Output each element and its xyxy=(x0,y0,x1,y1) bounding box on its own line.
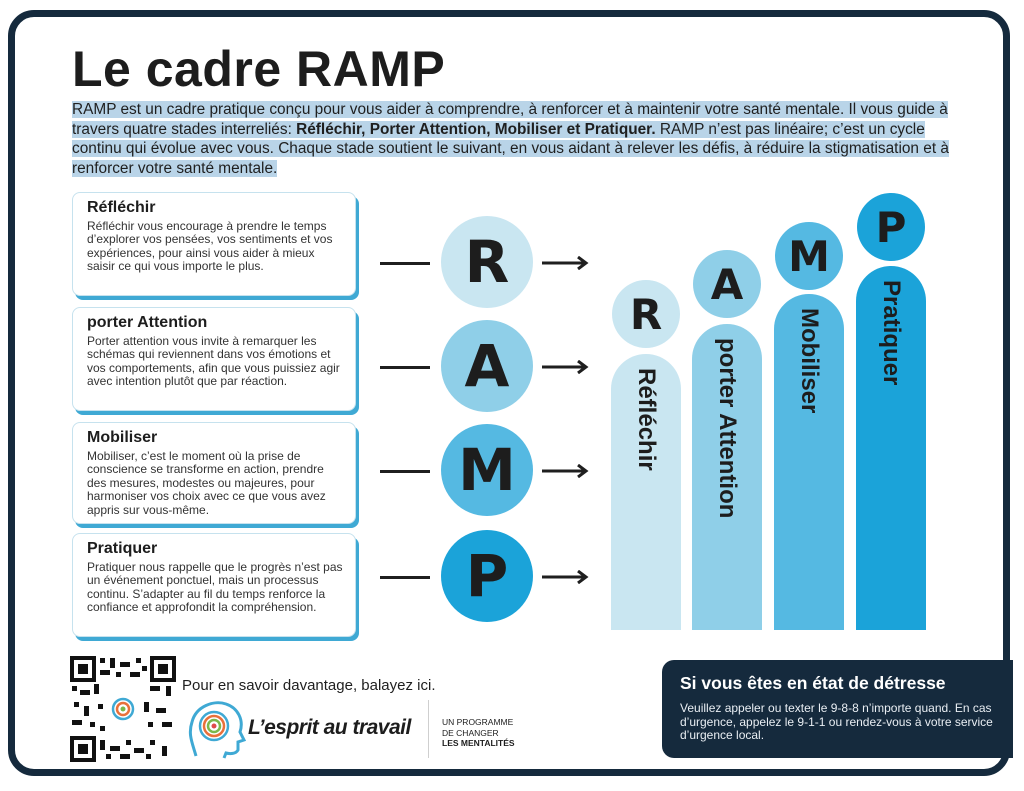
pillar-circle-p: P xyxy=(857,193,925,261)
pillar-letter: M xyxy=(788,231,830,281)
stage-letter: M xyxy=(458,436,516,504)
pillar-label: Réfléchir xyxy=(633,368,660,471)
pillar-letter: P xyxy=(875,202,907,252)
stage-card-pratiquer: Pratiquer Pratiquer nous rappelle que le… xyxy=(72,533,356,637)
pillar-circle-r: R xyxy=(612,280,680,348)
pillar-reflechir: Réfléchir xyxy=(611,354,681,630)
pillar-label: porter Attention xyxy=(714,338,741,519)
arrow-right-icon xyxy=(542,360,589,374)
intro-paragraph: RAMP est un cadre pratique conçu pour vo… xyxy=(72,100,952,178)
stage-letter: A xyxy=(464,332,510,400)
arrow-right-icon xyxy=(542,464,589,478)
arrow-right-icon xyxy=(542,256,589,270)
distress-panel: Si vous êtes en état de détresse Veuille… xyxy=(662,660,1013,758)
pillar-label: Mobiliser xyxy=(796,308,823,414)
brand-name: L’esprit au travail xyxy=(248,716,411,739)
stage-description: Pratiquer nous rappelle que le progrès n… xyxy=(87,560,343,615)
stage-letter: P xyxy=(465,542,509,610)
stage-circle-p: P xyxy=(441,530,533,622)
page-title: Le cadre RAMP xyxy=(72,41,446,97)
arrow-right-icon xyxy=(542,570,589,584)
program-credit: UN PROGRAMME DE CHANGER LES MENTALITÉS xyxy=(442,717,515,749)
stage-title: porter Attention xyxy=(87,314,208,331)
intro-text-2: RAMP n’est pas linéaire; c’est un cycle … xyxy=(72,120,949,177)
stage-description: Porter attention vous invite à remarquer… xyxy=(87,334,340,389)
qr-code-icon[interactable] xyxy=(70,656,176,762)
head-circles-logo-icon xyxy=(188,701,246,759)
pillar-label: Pratiquer xyxy=(878,280,905,386)
intro-stages-bold: Réfléchir, Porter Attention, Mobiliser e… xyxy=(296,120,656,138)
stage-card-porter-attention: porter Attention Porter attention vous i… xyxy=(72,307,356,411)
connector-line xyxy=(380,576,430,579)
pillar-mobiliser: Mobiliser xyxy=(774,294,844,630)
stage-title: Mobiliser xyxy=(87,429,158,446)
distress-title: Si vous êtes en état de détresse xyxy=(680,673,946,693)
pillar-circle-m: M xyxy=(775,222,843,290)
learn-more-text: Pour en savoir davantage, balayez ici. xyxy=(182,677,436,694)
stage-title: Pratiquer xyxy=(87,540,158,557)
stage-description: Mobiliser, c’est le moment où la prise d… xyxy=(87,449,326,517)
stage-card-mobiliser: Mobiliser Mobiliser, c’est le moment où … xyxy=(72,422,356,524)
intro-text-1: RAMP est un cadre pratique conçu pour vo… xyxy=(72,101,948,138)
stage-circle-m: M xyxy=(441,424,533,516)
divider xyxy=(428,700,429,758)
program-line-2: DE CHANGER xyxy=(442,727,499,738)
stage-circle-a: A xyxy=(441,320,533,412)
distress-text: Veuillez appeler ou texter le 9-8-8 n’im… xyxy=(680,701,993,742)
pillar-porter-attention: porter Attention xyxy=(692,324,762,630)
program-line-1: UN PROGRAMME xyxy=(442,717,514,727)
stage-letter: R xyxy=(464,228,510,296)
stage-description: Réfléchir vous encourage à prendre le te… xyxy=(87,219,333,274)
stage-card-reflechir: Réfléchir Réfléchir vous encourage à pre… xyxy=(72,192,356,296)
program-line-3: LES MENTALITÉS xyxy=(442,738,515,748)
connector-line xyxy=(380,262,430,265)
connector-line xyxy=(380,470,430,473)
stage-title: Réfléchir xyxy=(87,199,156,216)
connector-line xyxy=(380,366,430,369)
pillar-letter: A xyxy=(710,259,744,309)
pillar-letter: R xyxy=(629,289,663,339)
pillar-circle-a: A xyxy=(693,250,761,318)
pillar-pratiquer: Pratiquer xyxy=(856,266,926,630)
stage-circle-r: R xyxy=(441,216,533,308)
